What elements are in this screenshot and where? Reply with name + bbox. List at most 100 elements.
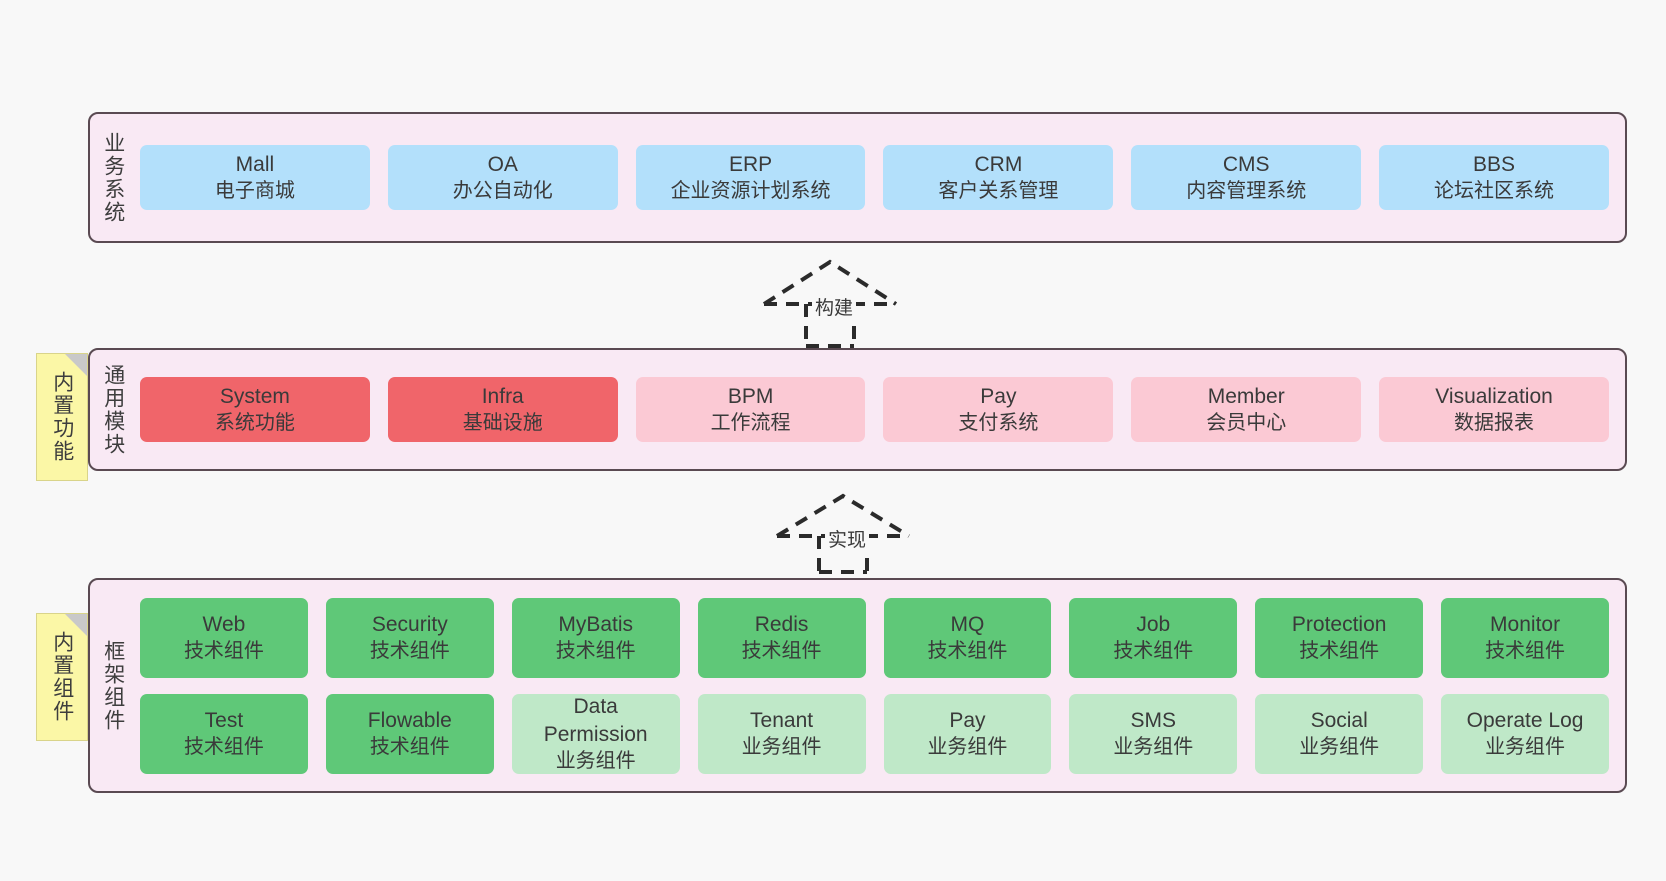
connector-label-build: 构建 xyxy=(812,293,857,320)
card-subtitle: 会员中心 xyxy=(1206,412,1287,435)
card-cms[interactable]: CMS 内容管理系统 xyxy=(1131,144,1362,211)
card-operate-log[interactable]: Operate Log 业务组件 xyxy=(1441,693,1609,774)
card-title: System xyxy=(219,384,290,408)
card-protection[interactable]: Protection 技术组件 xyxy=(1255,597,1424,678)
card-flowable[interactable]: Flowable 技术组件 xyxy=(325,693,494,774)
card-title: BBS xyxy=(1473,152,1516,176)
card-row: Mall 电子商城 OA 办公自动化 ERP 企业资源计划系统 CRM 客户关系… xyxy=(140,144,1609,211)
card-row: System 系统功能 Infra 基础设施 BPM 工作流程 Pay 支付系统… xyxy=(140,376,1609,443)
card-title: Job xyxy=(1136,612,1171,636)
card-social[interactable]: Social 业务组件 xyxy=(1255,693,1424,774)
card-title: Tenant xyxy=(750,708,814,732)
card-subtitle: 数据报表 xyxy=(1454,412,1535,435)
card-pay[interactable]: Pay 支付系统 xyxy=(883,376,1114,443)
card-mq[interactable]: MQ 技术组件 xyxy=(883,597,1052,678)
card-subtitle: 客户关系管理 xyxy=(938,180,1059,203)
card-visualization[interactable]: Visualization 数据报表 xyxy=(1379,376,1609,443)
card-subtitle: 企业资源计划系统 xyxy=(670,180,831,203)
card-subtitle: 基础设施 xyxy=(462,412,543,435)
card-subtitle: 业务组件 xyxy=(741,736,822,759)
card-monitor[interactable]: Monitor 技术组件 xyxy=(1441,597,1609,678)
layer-body-business-system: Mall 电子商城 OA 办公自动化 ERP 企业资源计划系统 CRM 客户关系… xyxy=(136,114,1625,241)
card-title: Security xyxy=(371,612,448,636)
card-title: Flowable xyxy=(367,708,452,732)
card-title: ERP xyxy=(728,152,773,176)
layer-body-common-module: System 系统功能 Infra 基础设施 BPM 工作流程 Pay 支付系统… xyxy=(136,350,1625,469)
card-title: BPM xyxy=(727,384,774,408)
card-subtitle: 业务组件 xyxy=(1485,736,1566,759)
card-subtitle: 业务组件 xyxy=(555,749,636,772)
card-system[interactable]: System 系统功能 xyxy=(140,376,370,443)
card-web[interactable]: Web 技术组件 xyxy=(140,597,308,678)
card-subtitle: 技术组件 xyxy=(369,736,450,759)
card-title: Pay xyxy=(949,708,986,732)
card-subtitle: 技术组件 xyxy=(1113,640,1194,663)
card-subtitle: 工作流程 xyxy=(710,412,791,435)
card-subtitle: 业务组件 xyxy=(1113,736,1194,759)
layer-common-module: 通用模块 System 系统功能 Infra 基础设施 BPM 工作流程 Pay… xyxy=(88,348,1627,471)
card-title: Operate Log xyxy=(1466,708,1584,732)
card-subtitle: 技术组件 xyxy=(555,640,636,663)
card-subtitle: 技术组件 xyxy=(1299,640,1380,663)
card-tenant[interactable]: Tenant 业务组件 xyxy=(697,693,866,774)
card-mall[interactable]: Mall 电子商城 xyxy=(140,144,370,211)
note-label: 内置功能 xyxy=(50,371,74,463)
card-oa[interactable]: OA 办公自动化 xyxy=(387,144,618,211)
card-title: Pay xyxy=(980,384,1017,408)
card-title: Data Permission xyxy=(543,695,648,746)
card-title: MQ xyxy=(950,612,985,636)
card-title: Redis xyxy=(754,612,809,636)
card-bbs[interactable]: BBS 论坛社区系统 xyxy=(1379,144,1609,211)
card-title: Test xyxy=(204,708,244,732)
card-title: CMS xyxy=(1222,152,1270,176)
layer-title-framework-component: 框架组件 xyxy=(101,639,125,732)
card-test[interactable]: Test 技术组件 xyxy=(140,693,308,774)
card-pay-business[interactable]: Pay 业务组件 xyxy=(883,693,1052,774)
card-security[interactable]: Security 技术组件 xyxy=(325,597,494,678)
card-title: Social xyxy=(1310,708,1368,732)
card-title: Monitor xyxy=(1490,612,1561,636)
card-redis[interactable]: Redis 技术组件 xyxy=(697,597,866,678)
card-infra[interactable]: Infra 基础设施 xyxy=(387,376,618,443)
card-title: Mall xyxy=(235,152,275,176)
card-row: Test 技术组件 Flowable 技术组件 Data Permission … xyxy=(140,693,1609,774)
note-builtin-function: 内置功能 xyxy=(36,353,88,481)
card-subtitle: 系统功能 xyxy=(214,412,295,435)
card-erp[interactable]: ERP 企业资源计划系统 xyxy=(635,144,866,211)
card-subtitle: 业务组件 xyxy=(1299,736,1380,759)
layer-body-framework-component: Web 技术组件 Security 技术组件 MyBatis 技术组件 Redi… xyxy=(136,580,1625,791)
connector-label-implement: 实现 xyxy=(825,525,870,552)
layer-title-common-module: 通用模块 xyxy=(101,363,125,456)
card-sms[interactable]: SMS 业务组件 xyxy=(1069,693,1238,774)
card-subtitle: 内容管理系统 xyxy=(1186,180,1307,203)
card-subtitle: 论坛社区系统 xyxy=(1434,180,1555,203)
generalization-arrowhead-left xyxy=(775,493,911,538)
generalization-arrowhead-left xyxy=(762,259,898,306)
card-title: OA xyxy=(487,152,518,176)
note-fold-corner xyxy=(65,614,87,636)
card-mybatis[interactable]: MyBatis 技术组件 xyxy=(511,597,680,678)
card-subtitle: 技术组件 xyxy=(183,640,264,663)
card-data-permission[interactable]: Data Permission 业务组件 xyxy=(511,693,680,774)
layer-business-system: 业务系统 Mall 电子商城 OA 办公自动化 ERP 企业资源计划系统 CRM… xyxy=(88,112,1627,243)
card-crm[interactable]: CRM 客户关系管理 xyxy=(883,144,1114,211)
card-title: CRM xyxy=(974,152,1023,176)
card-title: SMS xyxy=(1130,708,1177,732)
connector-build: 构建 xyxy=(760,258,900,348)
card-subtitle: 电子商城 xyxy=(214,180,295,203)
card-row: Web 技术组件 Security 技术组件 MyBatis 技术组件 Redi… xyxy=(140,597,1609,678)
note-fold-corner xyxy=(65,354,87,376)
card-title: Web xyxy=(202,612,246,636)
card-job[interactable]: Job 技术组件 xyxy=(1069,597,1238,678)
card-bpm[interactable]: BPM 工作流程 xyxy=(635,376,866,443)
card-subtitle: 技术组件 xyxy=(183,736,264,759)
note-builtin-component: 内置组件 xyxy=(36,613,88,741)
card-subtitle: 技术组件 xyxy=(369,640,450,663)
layer-framework-component: 框架组件 Web 技术组件 Security 技术组件 MyBatis 技术组件… xyxy=(88,578,1627,793)
card-title: Protection xyxy=(1291,612,1387,636)
card-subtitle: 技术组件 xyxy=(741,640,822,663)
card-member[interactable]: Member 会员中心 xyxy=(1131,376,1362,443)
layer-title-business-system: 业务系统 xyxy=(101,131,125,224)
connector-implement: 实现 xyxy=(773,492,913,574)
